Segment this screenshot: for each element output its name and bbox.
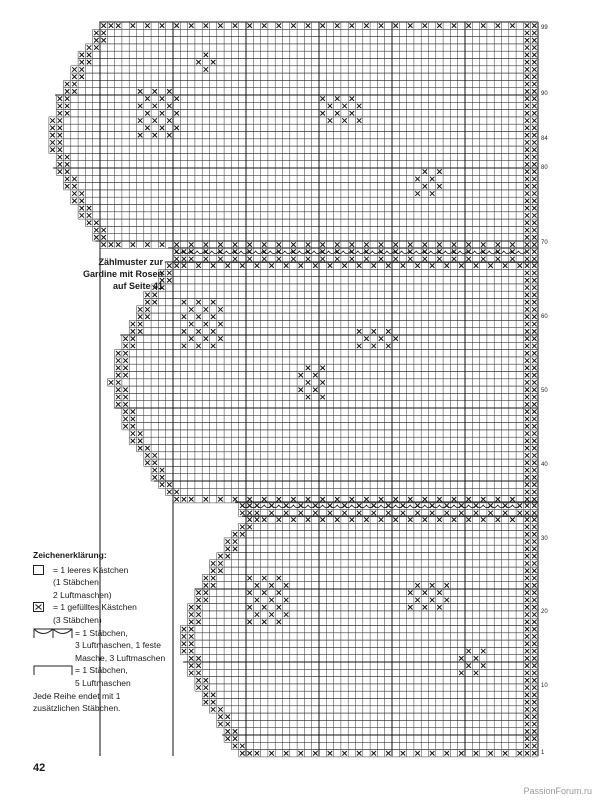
legend-note-line-2: zusätzlichen Stäbchen. [33, 703, 121, 714]
empty-square-icon [33, 564, 44, 575]
chart-band-arch-upper [99, 247, 539, 263]
legend-empty-text: = 1 leeres Kästchen [53, 564, 129, 575]
legend-empty-line-2: (1 Stäbchen, [53, 577, 102, 588]
row-number-70: 70 [541, 240, 548, 246]
row-number-group: 99 90 84 80 70 60 50 40 30 20 10 1 [541, 25, 548, 756]
page-number: 42 [33, 762, 46, 774]
row-number-80: 80 [541, 165, 548, 171]
row-number-1: 1 [541, 750, 545, 756]
arch-symbols [175, 250, 526, 254]
chart-band-arch-lower [99, 501, 539, 517]
filled-square-icon [33, 602, 44, 613]
legend-bar-text: = 1 Stäbchen, [75, 665, 128, 676]
row-number-60: 60 [541, 314, 548, 320]
arch-symbols [242, 504, 520, 508]
legend-empty-line-1: = 1 leeres Kästchen [33, 564, 183, 577]
row-number-30: 30 [541, 536, 548, 542]
row-number-50: 50 [541, 388, 548, 394]
row-number-99: 99 [541, 25, 548, 31]
row-number-40: 40 [541, 462, 548, 468]
chart-band-group [48, 21, 539, 758]
legend-filled-text: = 1 gefülltes Kästchen [53, 602, 137, 613]
legend-arch-line-2: 3 Luftmaschen, 1 feste [75, 640, 161, 651]
legend-empty-line-3: 2 Luftmaschen) [53, 589, 112, 600]
legend-filled-line-1: = 1 gefülltes Kästchen [33, 601, 183, 614]
bar-bracket-icon [33, 665, 73, 676]
chart-band-bottom [99, 515, 539, 758]
row-number-90: 90 [541, 91, 548, 97]
watermark: PassionForum.ru [523, 786, 592, 796]
row-number-84: 84 [541, 136, 548, 142]
row-number-20: 20 [541, 609, 548, 615]
double-arch-icon [33, 627, 73, 638]
caption-line-1: Zählmuster zur [98, 257, 163, 267]
legend-arch-line-3: Masche, 3 Luftmaschen [75, 652, 166, 663]
legend-note-line-1: Jede Reihe endet mit 1 [33, 690, 121, 701]
chart-band-middle [99, 261, 539, 504]
symbol-legend: Zeichenerklärung: = 1 leeres Kästchen (1… [33, 549, 183, 715]
legend-arch-text: = 1 Stäbchen, [75, 627, 128, 638]
chart-band-top [48, 21, 539, 249]
caption-line-3: auf Seite 41 [112, 281, 163, 291]
legend-arch-line-1: = 1 Stäbchen, [33, 627, 183, 640]
row-number-10: 10 [541, 683, 548, 689]
legend-title: Zeichenerklärung: [33, 550, 107, 560]
chart-caption: Zählmuster zur Gardine mit Rosen auf Sei… [33, 256, 163, 292]
legend-filled-line-2: (3 Stäbchen) [53, 614, 102, 625]
legend-bar-line-1: = 1 Stäbchen, [33, 664, 183, 677]
legend-bar-line-2: 5 Luftmaschen [75, 677, 131, 688]
caption-line-2: Gardine mit Rosen [82, 269, 163, 279]
